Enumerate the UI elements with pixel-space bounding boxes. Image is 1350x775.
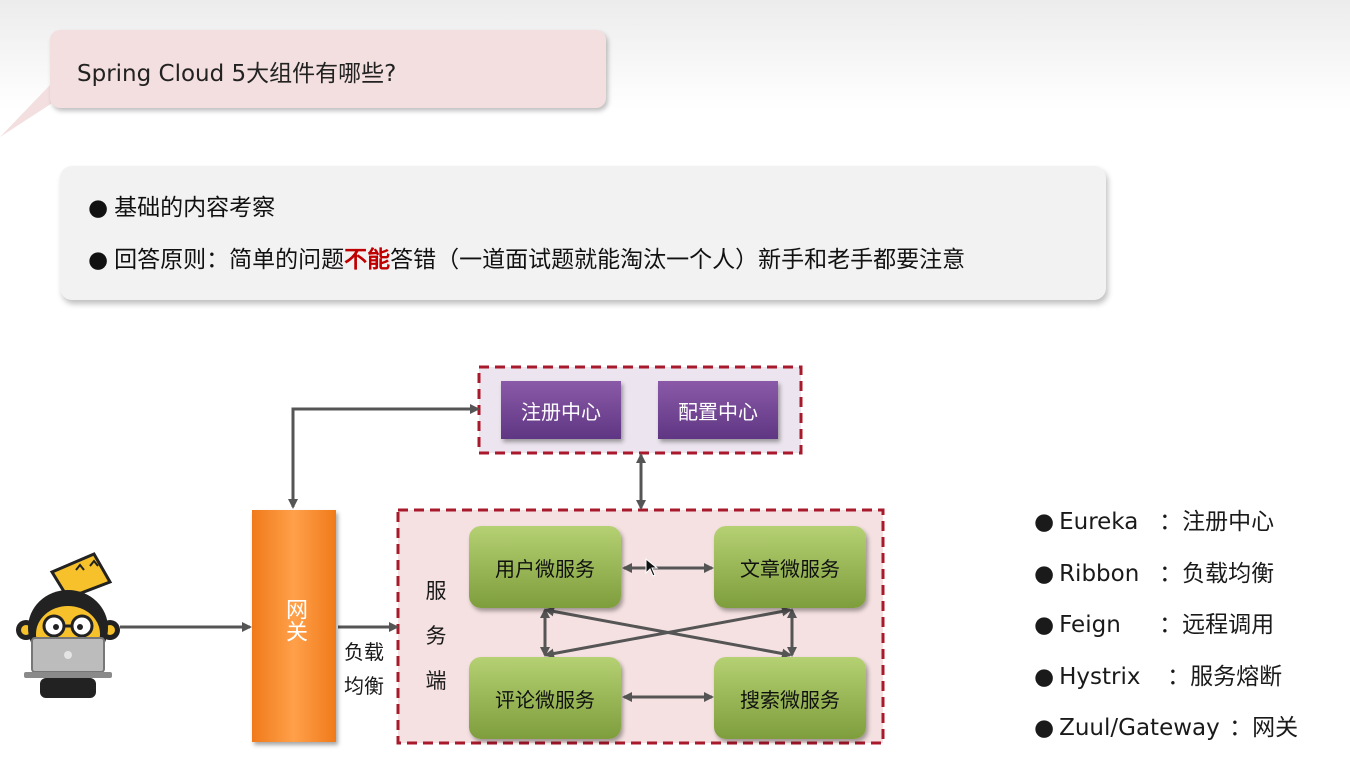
monkey-mascot-icon [16, 552, 120, 698]
page-title: Spring Cloud 5大组件有哪些? [77, 61, 397, 87]
comment-service-node: 评论微服务 [469, 657, 621, 739]
bullet-icon: ● [1034, 715, 1055, 741]
article-comment-arrow [544, 606, 792, 659]
legend-item: ●Zuul/Gateway：网关 [1034, 715, 1299, 741]
component-legend: ●Eureka：注册中心 ●Ribbon：负载均衡 ●Feign：远程调用 ●H… [1034, 505, 1298, 763]
registry-node: 注册中心 [501, 381, 621, 439]
config-node: 配置中心 [658, 381, 778, 439]
legend-item: ●Feign：远程调用 [1034, 612, 1275, 638]
load-balance-label: 负载均衡 [344, 640, 384, 698]
article-service-node: 文章微服务 [714, 526, 866, 608]
legend-item: ●Ribbon：负载均衡 [1034, 560, 1275, 587]
bullet-icon: ● [88, 247, 109, 273]
notes-box: ●基础的内容考察 ●回答原则：简单的问题不能答错（一道面试题就能淘汰一个人）新手… [60, 166, 1106, 300]
title-bubble: Spring Cloud 5大组件有哪些? [50, 30, 606, 108]
mouse-cursor-icon [645, 558, 659, 577]
bullet-icon: ● [88, 195, 109, 221]
gateway-label: 网关 [282, 598, 307, 642]
search-service-node: 搜索微服务 [714, 657, 866, 739]
legend-item: ●Eureka：注册中心 [1034, 509, 1275, 535]
bullet-icon: ● [1034, 560, 1055, 587]
legend-item: ●Hystrix：服务熔断 [1034, 663, 1283, 690]
bullet-icon: ● [1034, 663, 1055, 690]
user-service-node: 用户微服务 [469, 526, 621, 608]
server-side-label: 服务端 [425, 579, 447, 693]
bullet-icon: ● [1034, 509, 1055, 535]
note-line-1: ●基础的内容考察 [88, 195, 276, 221]
gateway-node: 网关 [252, 510, 336, 742]
emphasis-text: 不能 [344, 247, 391, 273]
gateway-registry-arrow [288, 404, 480, 509]
bubble-tail [0, 85, 60, 137]
bullet-icon: ● [1034, 612, 1055, 638]
note-line-2: ●回答原则：简单的问题不能答错（一道面试题就能淘汰一个人）新手和老手都要注意 [88, 247, 966, 273]
